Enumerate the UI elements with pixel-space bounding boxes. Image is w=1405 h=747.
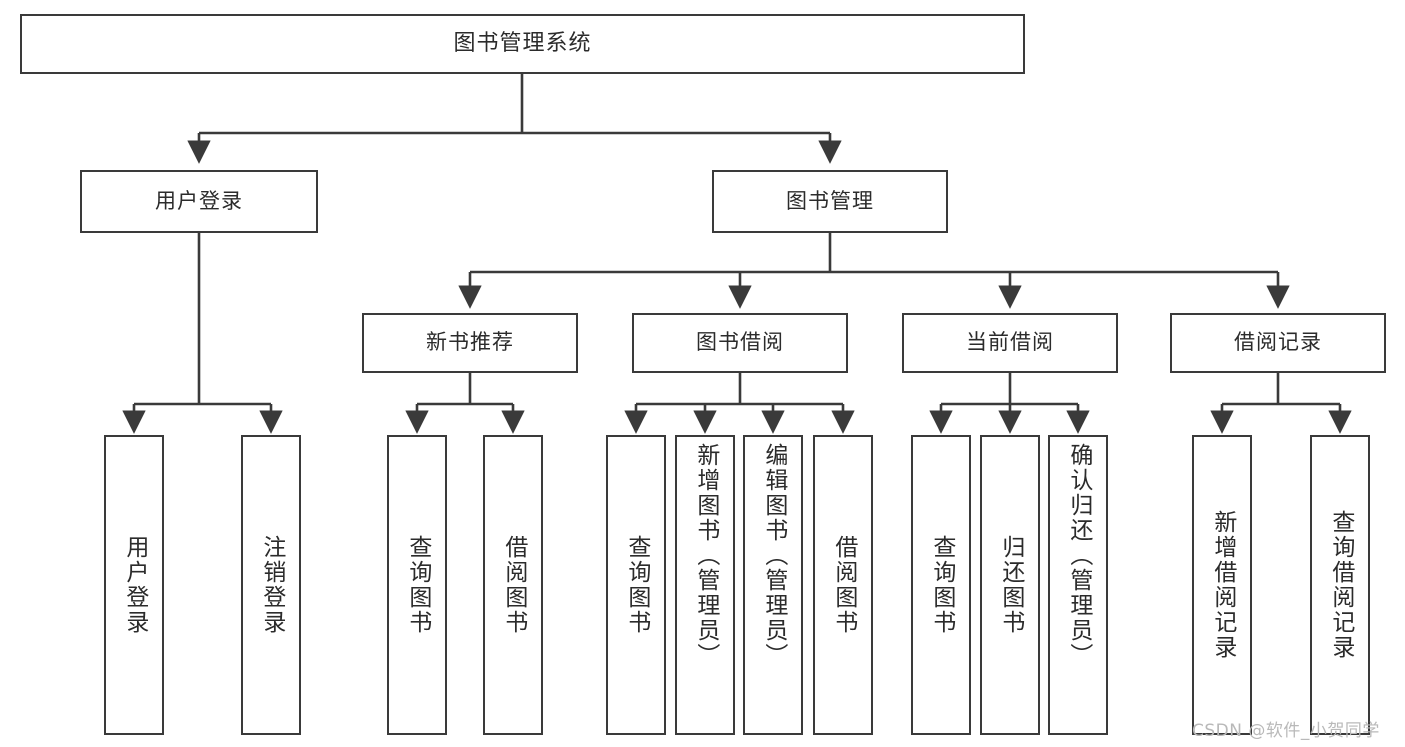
node-label: 用户登录: [155, 188, 243, 213]
leaf-borrow-book[interactable]: 借阅图书: [813, 435, 873, 735]
node-label: 新增图书（管理员）: [692, 443, 719, 668]
node-book-borrow[interactable]: 图书借阅: [632, 313, 848, 373]
leaf-query-book-borrow[interactable]: 查询图书: [606, 435, 666, 735]
node-current-borrow[interactable]: 当前借阅: [902, 313, 1118, 373]
node-user-login[interactable]: 用户登录: [80, 170, 318, 233]
leaf-edit-book-admin[interactable]: 编辑图书（管理员）: [743, 435, 803, 735]
node-new-book-recommend[interactable]: 新书推荐: [362, 313, 578, 373]
node-label: 借阅图书: [830, 535, 857, 635]
leaf-return-book[interactable]: 归还图书: [980, 435, 1040, 735]
leaf-user-login[interactable]: 用户登录: [104, 435, 164, 735]
node-label: 查询图书: [404, 535, 431, 635]
node-label: 当前借阅: [966, 330, 1054, 355]
node-label: 图书管理系统: [453, 30, 592, 56]
node-label: 图书借阅: [696, 330, 784, 355]
node-label: 查询借阅记录: [1327, 510, 1354, 660]
leaf-confirm-return-admin[interactable]: 确认归还（管理员）: [1048, 435, 1108, 735]
node-label: 新书推荐: [426, 330, 514, 355]
csdn-watermark: CSDN @软件_小贺同学: [1192, 721, 1380, 741]
leaf-borrow-book-recommend[interactable]: 借阅图书: [483, 435, 543, 735]
node-label: 新增借阅记录: [1209, 510, 1236, 660]
node-label: 借阅记录: [1234, 330, 1322, 355]
leaf-query-book-current[interactable]: 查询图书: [911, 435, 971, 735]
node-label: 借阅图书: [500, 535, 527, 635]
node-label: 查询图书: [928, 535, 955, 635]
node-label: 查询图书: [623, 535, 650, 635]
node-label: 注销登录: [258, 535, 285, 635]
node-label: 归还图书: [997, 535, 1024, 635]
leaf-add-book-admin[interactable]: 新增图书（管理员）: [675, 435, 735, 735]
leaf-query-borrow-record[interactable]: 查询借阅记录: [1310, 435, 1370, 735]
node-label: 确认归还（管理员）: [1065, 443, 1092, 668]
leaf-add-borrow-record[interactable]: 新增借阅记录: [1192, 435, 1252, 735]
node-root-system[interactable]: 图书管理系统: [20, 14, 1025, 74]
node-book-management[interactable]: 图书管理: [712, 170, 948, 233]
node-label: 编辑图书（管理员）: [760, 443, 787, 668]
node-label: 用户登录: [121, 535, 148, 635]
node-borrow-record[interactable]: 借阅记录: [1170, 313, 1386, 373]
leaf-query-book-recommend[interactable]: 查询图书: [387, 435, 447, 735]
node-label: 图书管理: [786, 188, 874, 213]
leaf-logout[interactable]: 注销登录: [241, 435, 301, 735]
